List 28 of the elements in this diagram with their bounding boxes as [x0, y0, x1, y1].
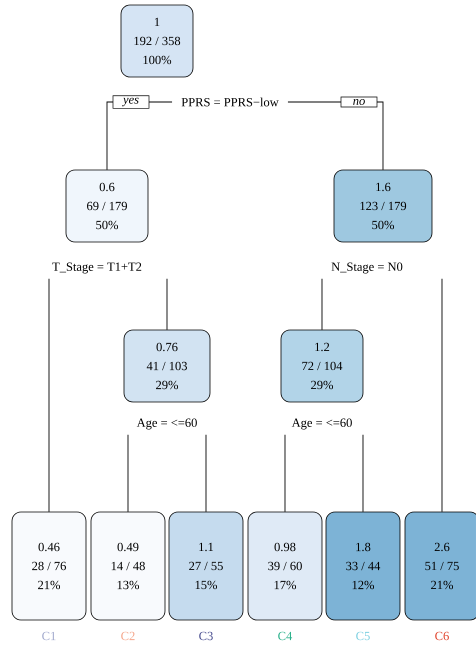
- split-label: T_Stage = T1+T2: [52, 262, 142, 274]
- split-label: PPRS = PPRS−low: [182, 98, 279, 106]
- edge-label: no: [340, 96, 378, 108]
- tree-node-box: 0.46 28 / 76 21%: [12, 512, 86, 620]
- tree-node-box: 2.6 51 / 75 21%: [404, 512, 476, 620]
- tree-node-box: 1.6 123 / 179 50%: [334, 170, 432, 242]
- tree-node-box: 0.98 39 / 60 17%: [248, 512, 322, 620]
- cluster-label: C5: [356, 632, 370, 640]
- split-label: N_Stage = N0: [332, 262, 402, 274]
- tree-node-box: 0.6 69 / 179 50%: [66, 170, 148, 242]
- cluster-label: C6: [435, 632, 449, 640]
- cluster-label: C2: [121, 632, 135, 640]
- connector-line: [48, 278, 50, 512]
- split-label: Age = <=60: [136, 418, 197, 430]
- connector-line: [284, 434, 286, 512]
- tree-node-box: 1 192 / 358 100%: [120, 4, 194, 78]
- tree-node-box: 1.1 27 / 55 15%: [168, 512, 244, 620]
- tree-node-box: 0.76 41 / 103 29%: [124, 330, 210, 402]
- cluster-label: C3: [199, 632, 213, 640]
- connector-line: [166, 278, 168, 330]
- edge-label: yes: [112, 95, 150, 109]
- cluster-label: C1: [42, 632, 56, 640]
- tree-node-box: 1.8 33 / 44 12%: [326, 512, 400, 620]
- tree-node-box: 1.2 72 / 104 29%: [280, 330, 364, 402]
- tree-node-box: 0.49 14 / 48 13%: [90, 512, 166, 620]
- connector-line: [362, 434, 364, 512]
- split-label: Age = <=60: [292, 418, 352, 430]
- cluster-label: C4: [278, 632, 292, 640]
